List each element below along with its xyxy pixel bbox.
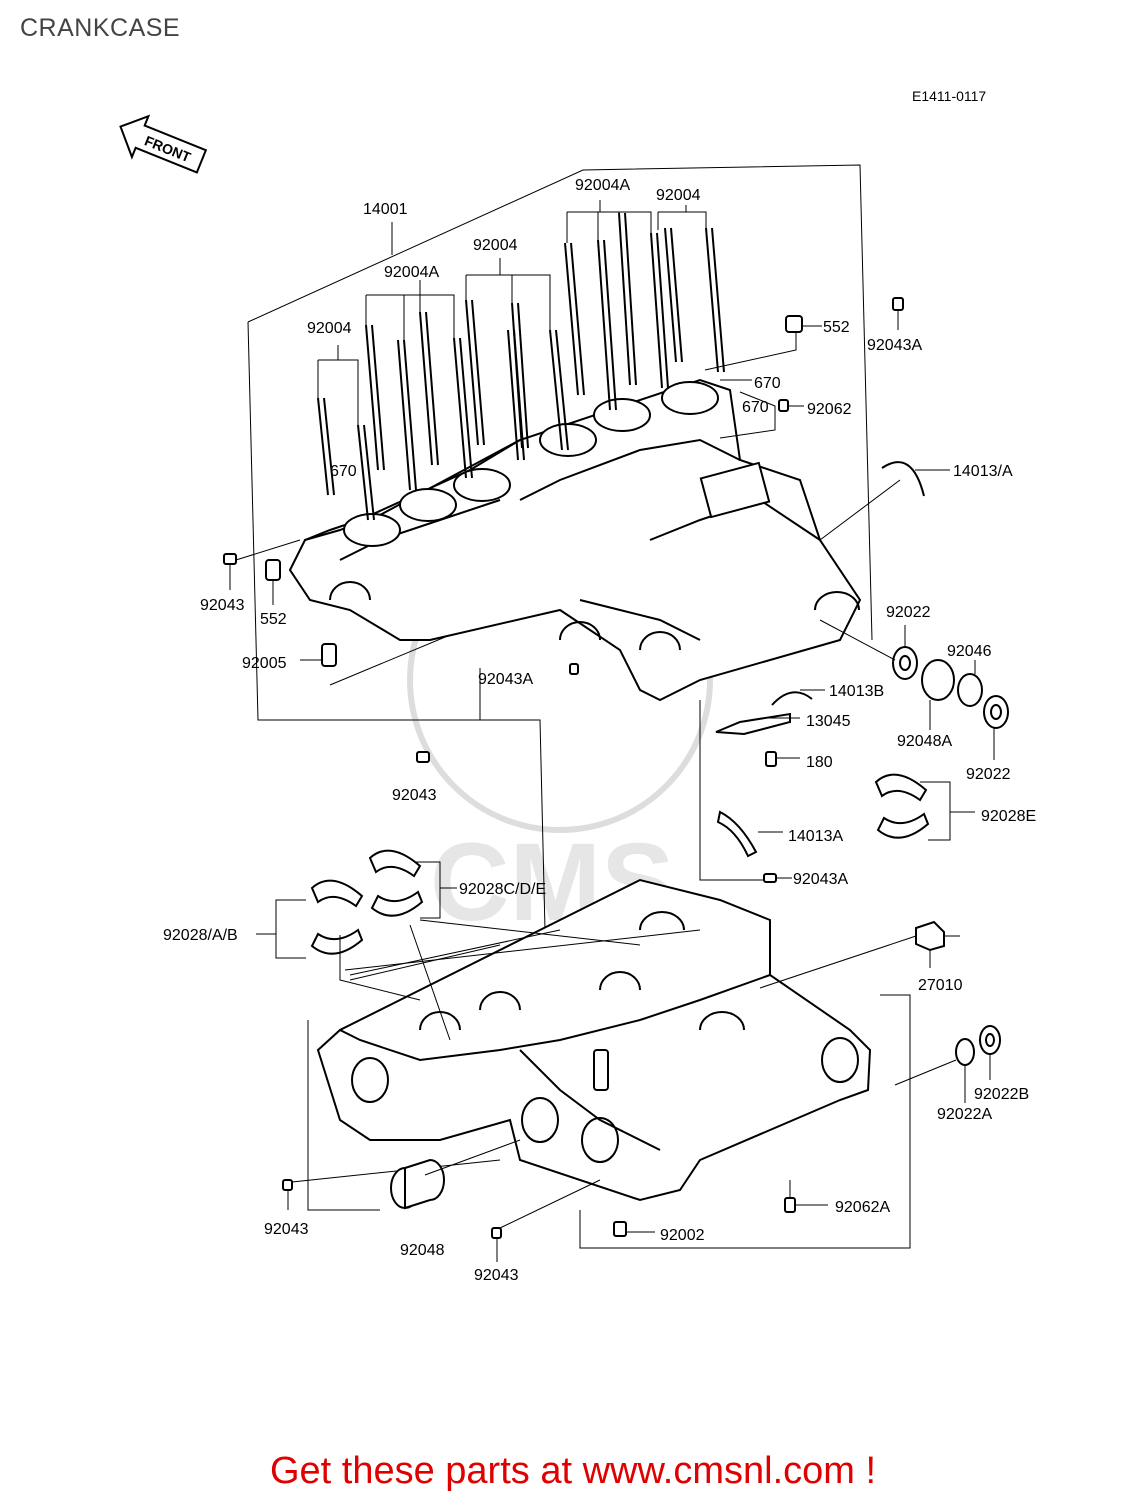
part-label-552: 552 bbox=[260, 611, 287, 628]
part-label-13045: 13045 bbox=[806, 713, 851, 730]
part-label-14001: 14001 bbox=[363, 201, 408, 218]
promo-link-text[interactable]: Get these parts at www.cmsnl.com ! bbox=[269, 1450, 877, 1492]
part-label-92005: 92005 bbox=[242, 655, 287, 672]
part-labels: 14001 92004A 92004 92004 92004A 92004 55… bbox=[163, 177, 1036, 1284]
part-label-670: 670 bbox=[742, 399, 769, 416]
part-label-92022: 92022 bbox=[966, 766, 1011, 783]
studs-group bbox=[317, 200, 725, 521]
left-small-parts bbox=[223, 539, 451, 686]
upper-crankcase bbox=[288, 378, 862, 702]
bearing-shells bbox=[256, 663, 975, 959]
lower-right-parts bbox=[579, 920, 1001, 1249]
part-label-92048A: 92048A bbox=[897, 733, 952, 750]
lower-left-parts bbox=[282, 1020, 601, 1262]
part-label-92022A: 92022A bbox=[937, 1106, 992, 1123]
upper-right-small-parts bbox=[704, 297, 950, 541]
front-arrow: FRONT bbox=[119, 114, 208, 174]
part-label-92028C-D-E: 92028C/D/E bbox=[459, 881, 546, 898]
part-label-92028E: 92028E bbox=[981, 808, 1036, 825]
part-label-92004: 92004 bbox=[656, 187, 701, 204]
part-label-92043A: 92043A bbox=[793, 871, 848, 888]
part-label-180: 180 bbox=[806, 754, 833, 771]
part-label-27010: 27010 bbox=[918, 977, 963, 994]
part-label-92028-A-B: 92028/A/B bbox=[163, 927, 238, 944]
part-label-552: 552 bbox=[823, 319, 850, 336]
part-label-92048: 92048 bbox=[400, 1242, 445, 1259]
page-title: CRANKCASE bbox=[20, 14, 181, 42]
part-label-670: 670 bbox=[754, 375, 781, 392]
part-label-92062: 92062 bbox=[807, 401, 852, 418]
part-label-92004A: 92004A bbox=[384, 264, 439, 281]
part-label-92022B: 92022B bbox=[974, 1086, 1029, 1103]
part-label-92004: 92004 bbox=[307, 320, 352, 337]
part-label-92022: 92022 bbox=[886, 604, 931, 621]
part-label-92043A: 92043A bbox=[867, 337, 922, 354]
diagram-reference-code: E1411-0117 bbox=[912, 88, 987, 104]
upper-case-boundary bbox=[247, 164, 873, 931]
lower-crankcase bbox=[316, 878, 872, 1202]
part-label-92043: 92043 bbox=[200, 597, 245, 614]
part-label-92043: 92043 bbox=[264, 1221, 309, 1238]
mid-right-parts bbox=[699, 619, 1009, 881]
part-label-670: 670 bbox=[330, 463, 357, 480]
part-label-92043: 92043 bbox=[474, 1267, 519, 1284]
part-label-92046: 92046 bbox=[947, 643, 992, 660]
part-label-14013B: 14013B bbox=[829, 683, 884, 700]
part-label-92043: 92043 bbox=[392, 787, 437, 804]
part-label-92004A: 92004A bbox=[575, 177, 630, 194]
part-label-14013-slash-A: 14013/A bbox=[953, 463, 1013, 480]
part-label-92043A: 92043A bbox=[478, 671, 533, 688]
part-label-92004: 92004 bbox=[473, 237, 518, 254]
part-label-92062A: 92062A bbox=[835, 1199, 890, 1216]
part-label-14013A: 14013A bbox=[788, 828, 843, 845]
part-label-92002: 92002 bbox=[660, 1227, 705, 1244]
crankcase-exploded-diagram: CMS FRONT bbox=[119, 114, 1036, 1284]
